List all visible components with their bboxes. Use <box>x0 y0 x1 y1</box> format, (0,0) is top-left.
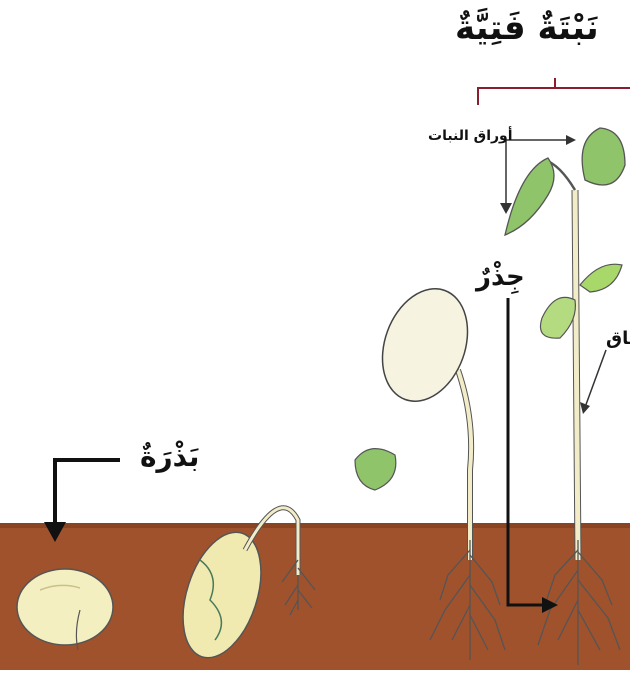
seed-arrow <box>55 460 120 530</box>
stem-label: ساق <box>606 328 630 349</box>
soil-surface <box>0 523 630 528</box>
seed <box>17 569 113 645</box>
right-leaf <box>580 264 622 292</box>
left-leaf <box>505 158 554 235</box>
stem-arrow <box>584 350 606 410</box>
lower-leaf <box>540 297 575 338</box>
young-plant-bracket <box>478 78 630 105</box>
root-label: جِذْرٌ <box>476 262 525 292</box>
diagram-title: نَبْتَةٌ فَتِيَّةٌ <box>455 8 599 48</box>
first-leaves <box>355 449 396 490</box>
top-leaf <box>582 128 625 185</box>
seed-label: بَذْرَةٌ <box>140 440 199 473</box>
leaves-label: أوراق النبات <box>428 128 513 144</box>
